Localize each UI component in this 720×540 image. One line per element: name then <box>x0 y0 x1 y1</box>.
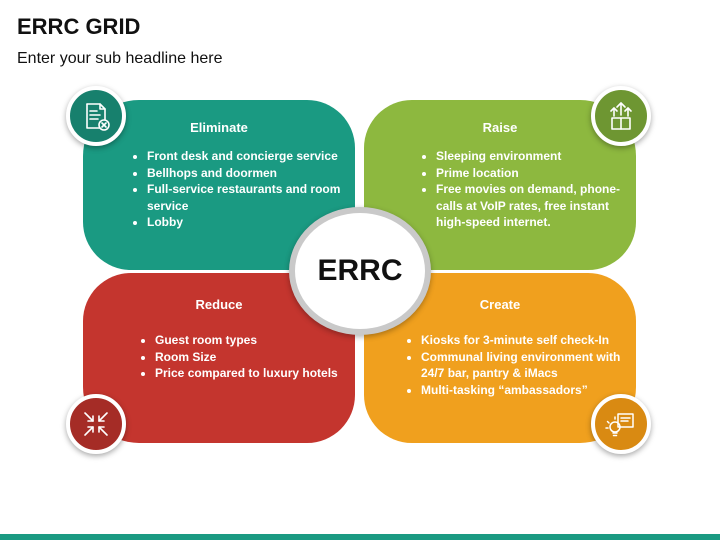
raise-title: Raise <box>482 120 518 135</box>
eliminate-card: Eliminate Front desk and concierge servi… <box>83 100 355 270</box>
list-item: Multi-tasking “ambassadors” <box>421 382 645 399</box>
eliminate-list: Front desk and concierge service Bellhop… <box>131 148 347 231</box>
create-title: Create <box>479 297 521 312</box>
reduce-title: Reduce <box>195 297 243 312</box>
bulb-board-icon <box>591 394 651 454</box>
list-item: Full-service restaurants and room servic… <box>147 181 347 214</box>
list-item: Lobby <box>147 214 347 231</box>
list-item: Guest room types <box>155 332 345 349</box>
list-item: Room Size <box>155 349 345 366</box>
list-item: Front desk and concierge service <box>147 148 347 165</box>
list-item: Sleeping environment <box>436 148 640 165</box>
arrows-inward-icon <box>66 394 126 454</box>
bottom-accent-bar <box>0 534 720 540</box>
list-item: Bellhops and doormen <box>147 165 347 182</box>
list-item: Communal living environment with 24/7 ba… <box>421 349 645 382</box>
list-item: Price compared to luxury hotels <box>155 365 345 382</box>
eliminate-title: Eliminate <box>190 120 248 135</box>
list-item: Free movies on demand, phone-calls at Vo… <box>436 181 640 231</box>
page-title: ERRC GRID <box>17 14 141 39</box>
reduce-list: Guest room types Room Size Price compare… <box>139 332 345 382</box>
create-list: Kiosks for 3-minute self check-In Commun… <box>405 332 645 398</box>
document-remove-icon <box>66 86 126 146</box>
list-item: Prime location <box>436 165 640 182</box>
box-arrows-up-icon <box>591 86 651 146</box>
create-card: Create Kiosks for 3-minute self check-In… <box>364 273 636 443</box>
page-subtitle: Enter your sub headline here <box>17 50 223 67</box>
raise-list: Sleeping environment Prime location Free… <box>420 148 640 231</box>
center-label: ERRC <box>317 254 403 287</box>
center-hub: ERRC <box>289 207 431 335</box>
list-item: Kiosks for 3-minute self check-In <box>421 332 645 349</box>
